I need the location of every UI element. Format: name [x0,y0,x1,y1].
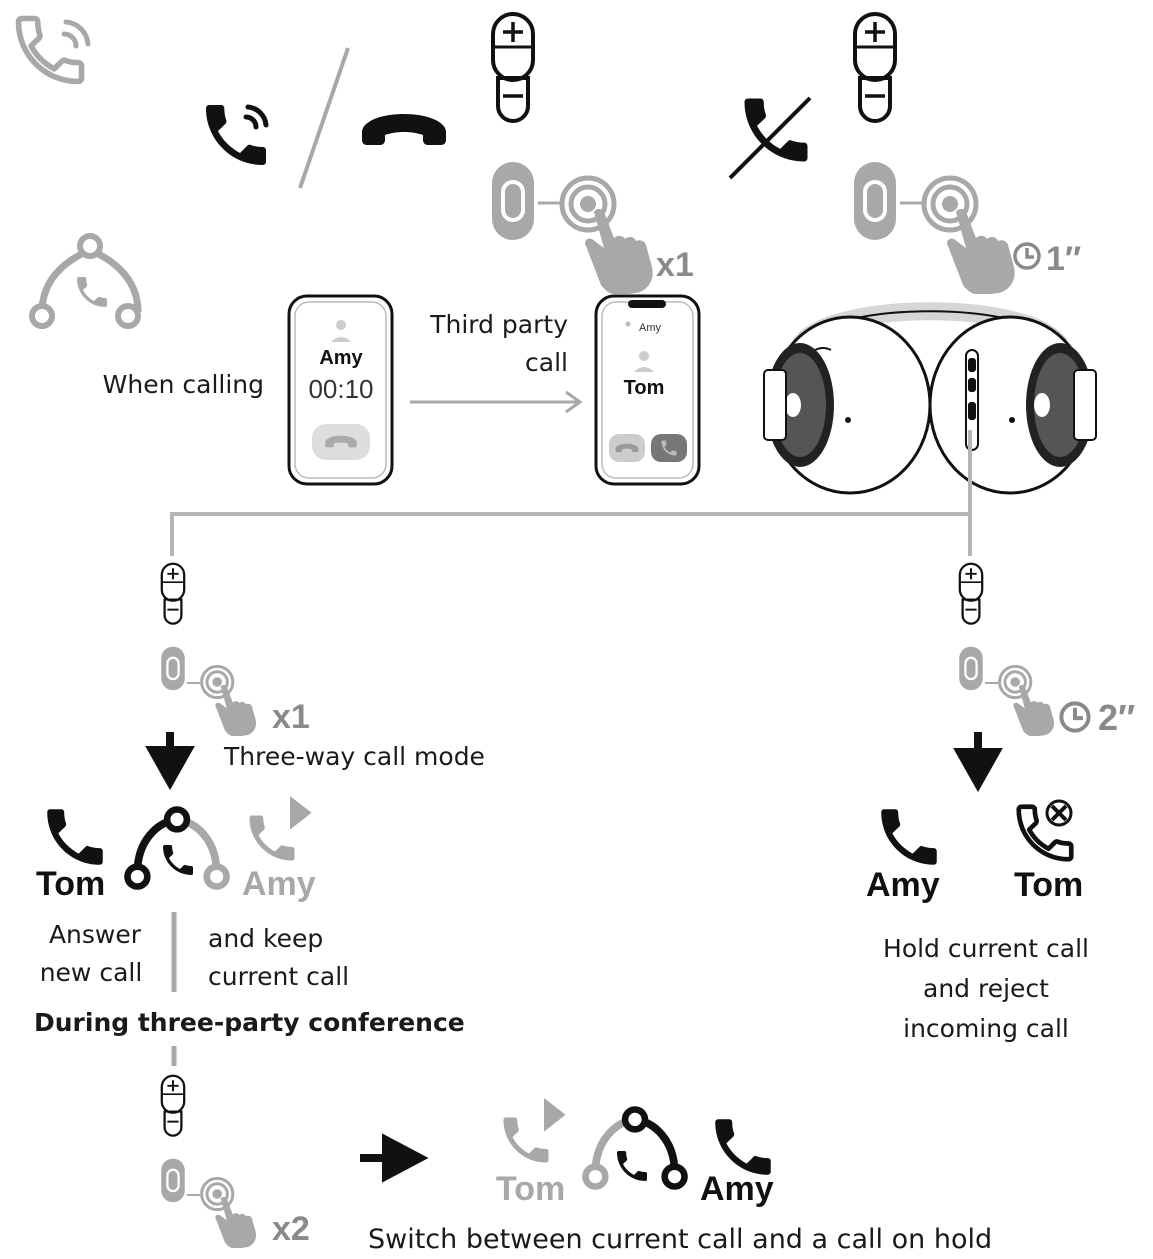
third-party-label-line1: Third party [430,310,568,339]
name-hold-amy: Amy [242,865,316,903]
headphones-illustration [763,302,1097,495]
press-count-x1-top: x1 [656,246,694,284]
branch-connector [170,512,972,556]
button-column-answer [490,12,536,242]
press-count-x1-left: x1 [272,698,310,736]
right-arrow-bottom [360,1133,429,1183]
keep-current-call-line2: current call [208,962,350,991]
three-way-section-icon [29,233,142,329]
phone-left-caller: Amy [319,347,363,369]
name-active-tom: Tom [36,865,105,903]
answer-new-call-line2: new call [39,958,143,987]
phone-right-hold-name: Amy [639,322,662,334]
hold-call-amy-icon [250,796,312,861]
phone-active-call: Amy 00:10 [287,294,394,486]
calls-section-icon [19,19,91,82]
press-icon-answer [562,178,653,295]
three-way-arc-icon [128,810,227,887]
phone-right-caller: Tom [624,377,665,399]
phone-left-timer: 00:10 [308,374,373,404]
active-call-amy-icon [881,809,937,865]
press-icon-reject [924,178,1015,295]
hold-call-tom-icon [504,1098,566,1163]
when-calling-label: When calling [102,370,264,399]
active-call-amy-icon-bottom [715,1119,771,1175]
third-party-label-line2: call [525,348,568,377]
conference-heading: During three-party conference [34,1008,465,1037]
press-icon-bottom [200,1176,258,1248]
clock-icon-1s [1013,242,1041,270]
button-column-right [958,562,984,692]
hold-duration-1s: 1″ [1046,240,1081,278]
hold-reject-line2: and reject [923,974,1049,1003]
hangup-icon [362,114,446,145]
three-way-mode-label: Three-way call mode [224,742,485,771]
answer-new-call-line1: Answer [48,920,142,949]
name-active-amy-bottom: Amy [700,1170,774,1208]
button-column-reject [852,12,898,242]
arc-center-handset-icon [163,845,193,875]
press-icon-left [200,664,258,736]
clock-icon-2s [1059,701,1091,733]
hold-reject-line1: Hold current call [883,934,1089,963]
phone-incoming-call: Amy Tom [594,294,701,486]
button-column-bottom [160,1074,186,1204]
name-hold-tom: Tom [496,1170,565,1208]
press-icon-right [998,664,1056,736]
name-active-amy: Amy [866,866,940,904]
hold-duration-2s: 2″ [1098,697,1135,738]
active-call-tom-icon [47,809,103,865]
or-divider [298,47,350,189]
button-column-left [160,562,186,692]
keep-current-call-line1: and keep [208,924,324,953]
down-arrow-left [145,732,195,791]
conference-center-handset-icon [617,1151,647,1181]
switch-calls-caption: Switch between current call and a call o… [368,1224,993,1255]
name-rejected-tom: Tom [1014,866,1083,904]
press-count-x2: x2 [272,1210,310,1248]
hold-reject-line3: incoming call [903,1014,1069,1043]
answer-call-icon [206,104,269,165]
down-arrow-right [953,732,1003,793]
